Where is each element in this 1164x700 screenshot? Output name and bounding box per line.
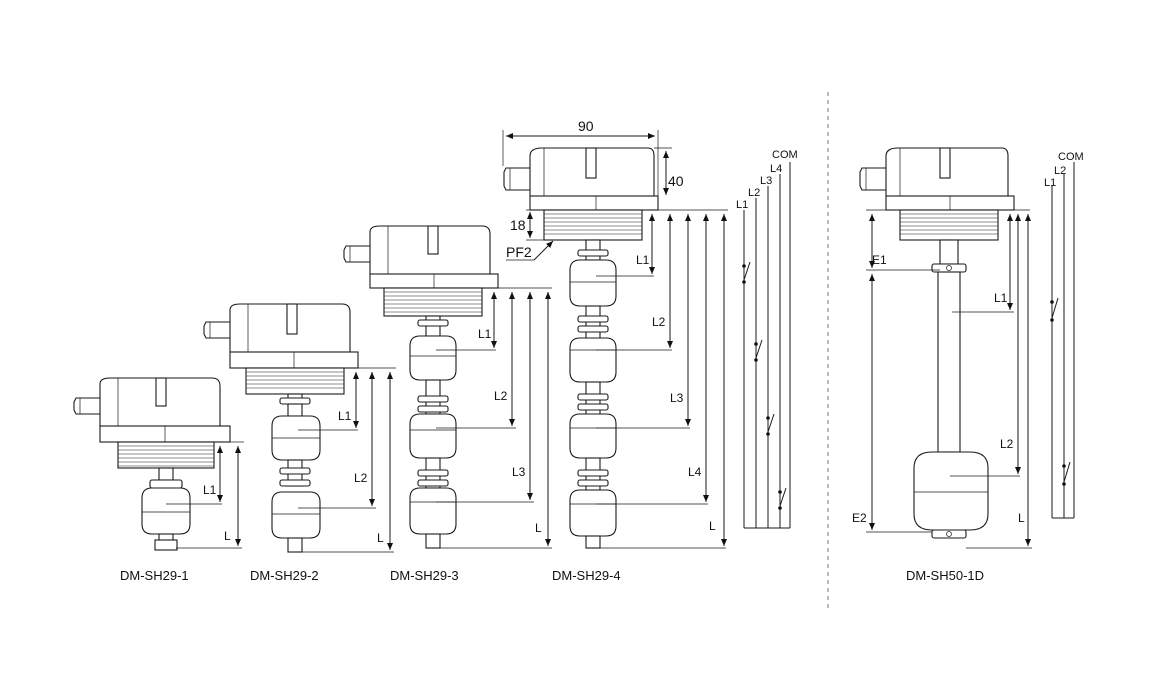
switch-dm-sh29-1: L1 L DM-SH29-1 (73, 377, 244, 583)
model-label-4: DM-SH29-4 (552, 568, 621, 583)
wire-com-label: COM (1058, 151, 1084, 163)
dim-l1-label: L1 (636, 253, 650, 267)
dim-l2-label: L2 (354, 471, 368, 485)
dim-l-label: L (535, 521, 542, 535)
wire-l2-label: L2 (1054, 165, 1066, 177)
model-label-5: DM-SH50-1D (906, 568, 984, 583)
model-label-3: DM-SH29-3 (390, 568, 459, 583)
dim-l1-label: L1 (994, 291, 1008, 305)
dim-e1-label: E1 (872, 253, 887, 267)
dim-l-label: L (1018, 511, 1025, 525)
dim-width-label: 90 (578, 118, 594, 134)
wire-l2-label: L2 (748, 187, 760, 199)
dim-l-label: L (377, 531, 384, 545)
switch-dm-sh29-3: L1 L2 L3 L DM-SH29-3 (343, 225, 552, 583)
model-label-1: DM-SH29-1 (120, 568, 189, 583)
dim-l1-label: L1 (203, 483, 217, 497)
dim-l-label: L (709, 519, 716, 533)
dim-e2-label: E2 (852, 511, 867, 525)
dim-l3-label: L3 (512, 465, 526, 479)
dim-thread-height-label: 18 (510, 217, 526, 233)
model-label-2: DM-SH29-2 (250, 568, 319, 583)
switch-dm-sh50-1d: E1 E2 L1 L2 L DM-SH50-1D (852, 147, 1032, 583)
wire-l1-label: L1 (1044, 177, 1056, 189)
dim-height-label: 40 (668, 173, 684, 189)
wiring-schematic-sh50: L1 L2 COM (1044, 151, 1084, 519)
dim-l-label: L (224, 529, 231, 543)
dim-l2-label: L2 (494, 389, 508, 403)
dim-l2-label: L2 (1000, 437, 1014, 451)
dim-l4-label: L4 (688, 465, 702, 479)
wiring-schematic-4: L1 L2 L3 L4 COM (736, 149, 798, 529)
wire-l1-label: L1 (736, 199, 748, 211)
dim-l1-label: L1 (478, 327, 492, 341)
dim-l2-label: L2 (652, 315, 666, 329)
switch-dm-sh29-2: L1 L2 L DM-SH29-2 (203, 303, 396, 583)
thread-spec-label: PF2 (506, 244, 532, 260)
wire-com-label: COM (772, 149, 798, 161)
wire-l3-label: L3 (760, 175, 772, 187)
switch-dm-sh29-4: 90 40 18 PF2 L1 L2 L3 L4 L DM-SH29-4 (502, 118, 728, 583)
dim-l1-label: L1 (338, 409, 352, 423)
dim-l3-label: L3 (670, 391, 684, 405)
wire-l4-label: L4 (770, 163, 782, 175)
